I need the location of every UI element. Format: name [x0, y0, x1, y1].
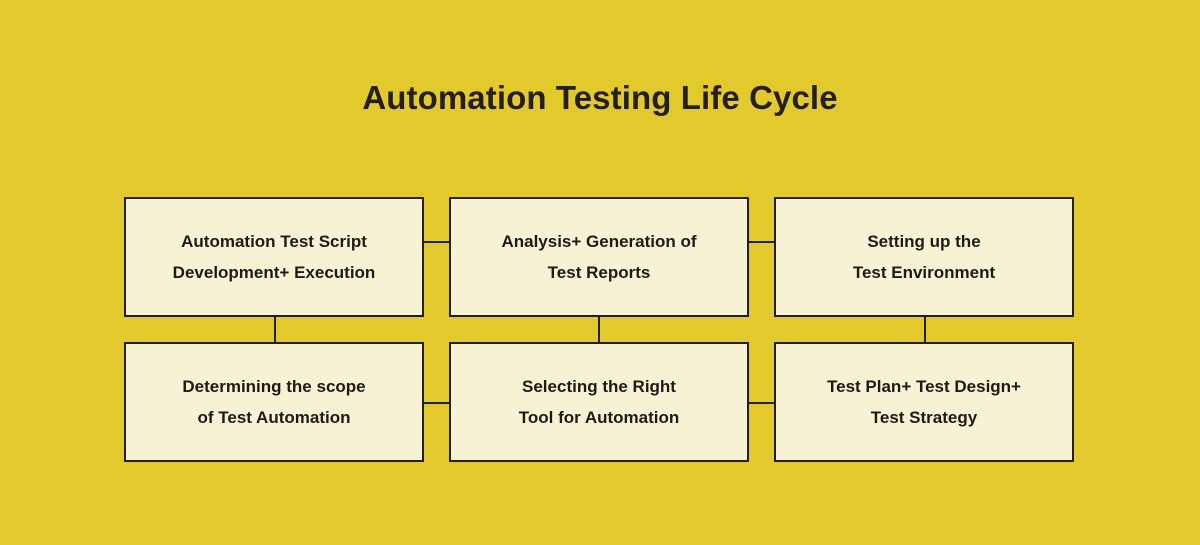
connector-col1-row1-to-row2: [274, 317, 276, 342]
node-determining-scope[interactable]: Determining the scope of Test Automation: [124, 342, 424, 462]
node-label-line2: Tool for Automation: [518, 408, 680, 427]
connector-row2-col1-to-col2: [424, 402, 449, 404]
node-label-line2: Test Environment: [852, 263, 996, 282]
connector-row1-col1-to-col2: [424, 241, 449, 243]
node-label-line2: Development+ Execution: [172, 263, 376, 282]
node-analysis-generation-reports[interactable]: Analysis+ Generation of Test Reports: [449, 197, 749, 317]
connector-row2-col2-to-col3: [749, 402, 774, 404]
node-label-line1: Determining the scope: [182, 376, 366, 396]
node-label-line2: of Test Automation: [197, 408, 351, 427]
node-label-line1: Automation Test Script: [181, 231, 367, 251]
node-selecting-right-tool[interactable]: Selecting the Right Tool for Automation: [449, 342, 749, 462]
page-title: Automation Testing Life Cycle: [362, 79, 838, 116]
node-label-line1: Analysis+ Generation of: [501, 231, 697, 251]
node-label-line2: Test Strategy: [870, 408, 978, 427]
connector-col2-row1-to-row2: [598, 317, 600, 342]
node-label-line1: Setting up the: [867, 231, 981, 251]
node-label-line2: Test Reports: [547, 263, 651, 282]
node-label-line1: Selecting the Right: [522, 376, 676, 396]
node-test-plan-design-strategy[interactable]: Test Plan+ Test Design+ Test Strategy: [774, 342, 1074, 462]
connector-row1-col2-to-col3: [749, 241, 774, 243]
connector-col3-row1-to-row2: [924, 317, 926, 342]
node-label-line1: Test Plan+ Test Design+: [827, 376, 1021, 396]
node-setting-up-test-environment[interactable]: Setting up the Test Environment: [774, 197, 1074, 317]
node-automation-test-script[interactable]: Automation Test Script Development+ Exec…: [124, 197, 424, 317]
